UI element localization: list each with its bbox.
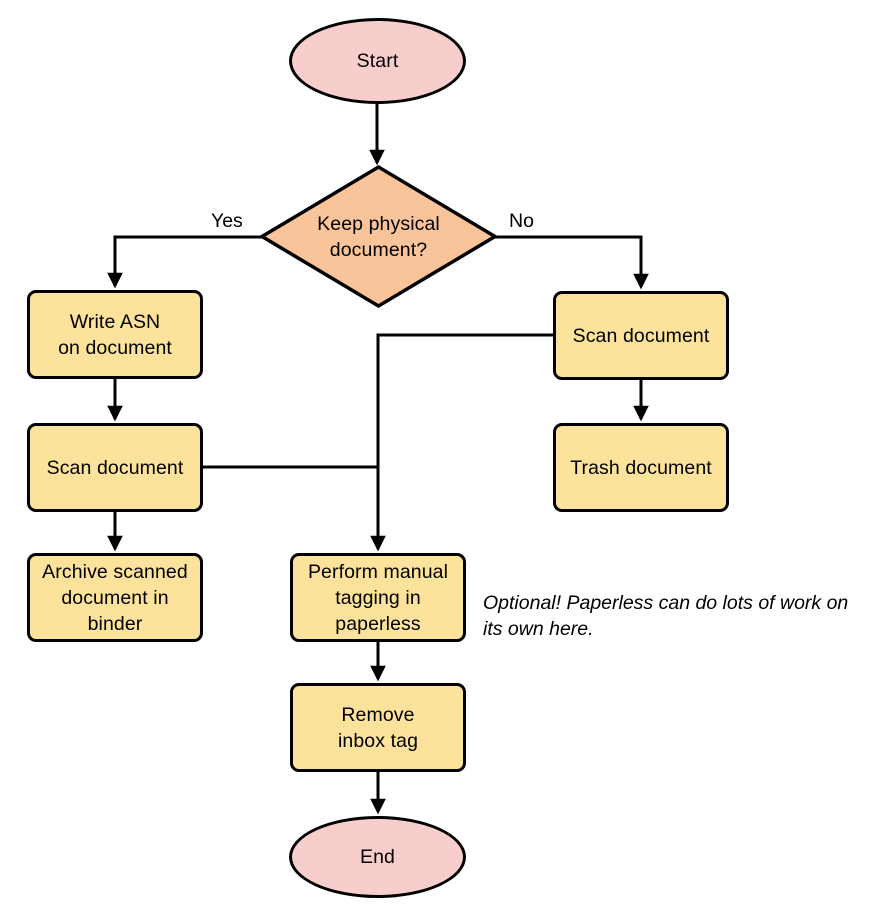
- node-decision-label: Keep physical document?: [317, 212, 440, 261]
- node-write-asn[interactable]: Write ASN on document: [27, 290, 203, 379]
- node-decision[interactable]: Keep physical document?: [262, 167, 495, 306]
- node-remove-inbox-tag[interactable]: Remove inbox tag: [290, 683, 466, 772]
- node-remove-inbox-tag-label: Remove inbox tag: [337, 703, 419, 752]
- edge-scan-right-to-tagging: [370, 333, 553, 552]
- node-scan-document-left-label: Scan document: [46, 456, 184, 479]
- node-perform-manual-tagging[interactable]: Perform manual tagging in paperless: [290, 553, 466, 642]
- decision-diamond-shape: [258, 164, 499, 309]
- node-scan-document-right-label: Scan document: [572, 324, 710, 347]
- node-scan-document-right[interactable]: Scan document: [553, 291, 729, 380]
- node-archive-scanned-document[interactable]: Archive scanned document in binder: [27, 553, 203, 642]
- edge-label-no: No: [507, 210, 536, 232]
- edge-decision-to-write-asn: [107, 235, 262, 289]
- node-scan-document-left[interactable]: Scan document: [27, 423, 203, 512]
- node-start-label: Start: [356, 50, 399, 72]
- node-end-label: End: [360, 846, 395, 868]
- edge-label-yes: Yes: [209, 210, 245, 232]
- node-archive-scanned-document-label: Archive scanned document in binder: [42, 560, 188, 635]
- node-perform-manual-tagging-label: Perform manual tagging in paperless: [307, 560, 449, 635]
- node-write-asn-label: Write ASN on document: [58, 310, 172, 359]
- node-trash-document[interactable]: Trash document: [553, 423, 729, 512]
- node-end[interactable]: End: [289, 816, 466, 898]
- node-start[interactable]: Start: [289, 18, 466, 104]
- annotation-note: Optional! Paperless can do lots of work …: [483, 592, 849, 640]
- node-trash-document-label: Trash document: [570, 456, 712, 479]
- edge-decision-to-scan-right: [495, 235, 649, 290]
